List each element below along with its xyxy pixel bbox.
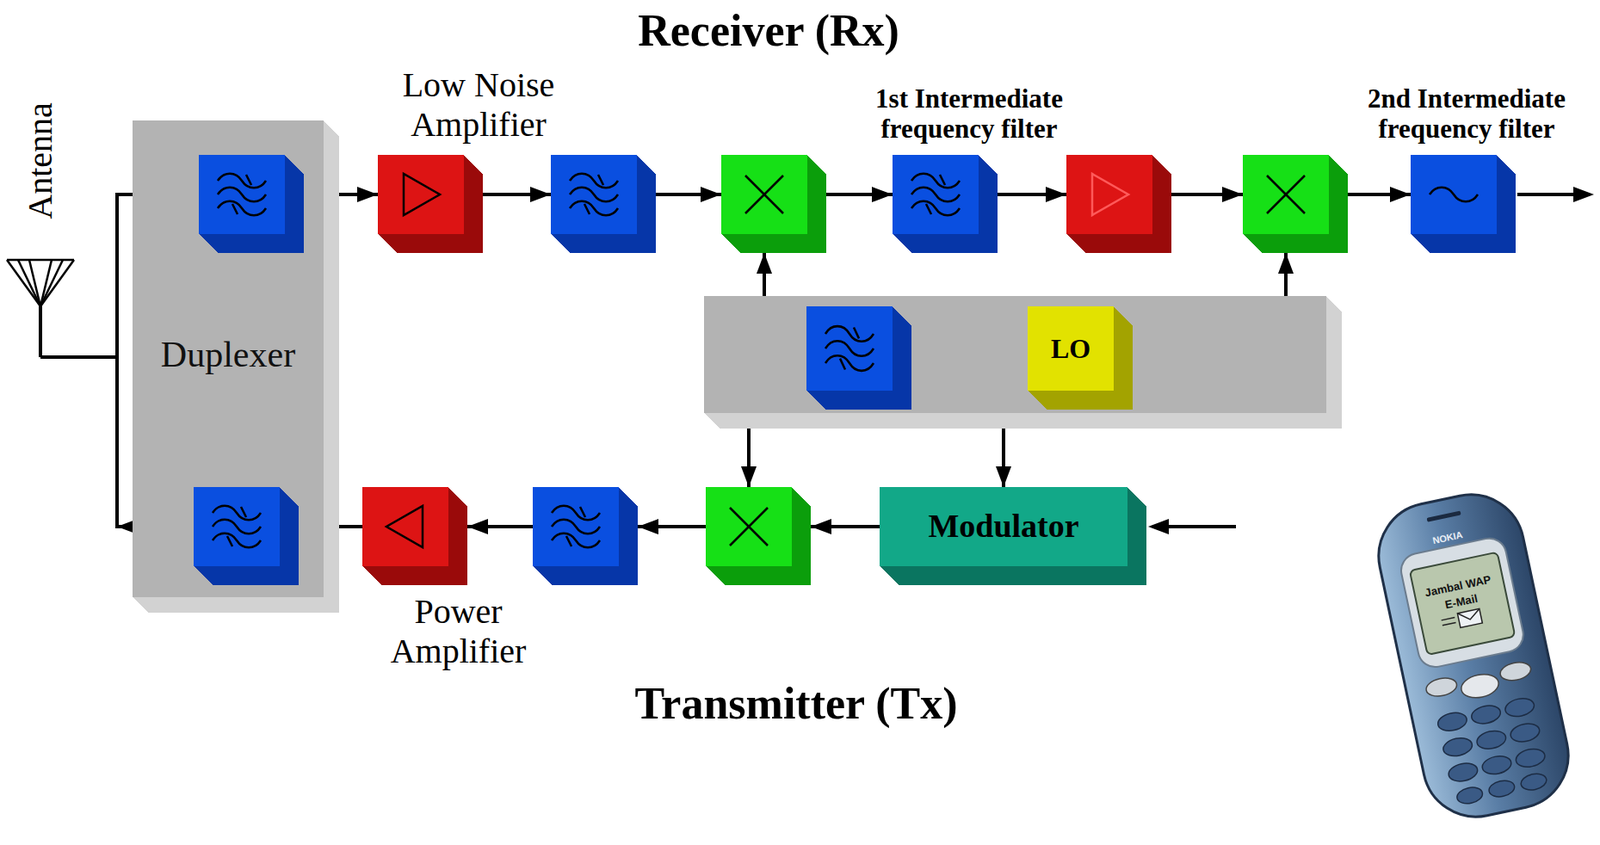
component-symbol xyxy=(532,487,619,567)
component-label: Power Amplifier xyxy=(365,592,551,672)
low-noise-amplifier: Low Noise Amplifier xyxy=(377,154,464,235)
component-symbol xyxy=(1242,154,1329,235)
mixer xyxy=(1242,154,1329,235)
signal-arrow xyxy=(810,518,880,535)
component-symbol xyxy=(193,487,280,567)
arrowhead xyxy=(637,518,659,535)
arrowhead xyxy=(357,186,378,203)
component-symbol xyxy=(550,154,637,235)
arrowhead xyxy=(1389,186,1411,203)
signal-arrow xyxy=(1347,186,1411,203)
component-label: Antenna xyxy=(20,102,61,220)
arrowhead xyxy=(700,186,722,203)
arrowhead xyxy=(1222,186,1243,203)
signal-arrow xyxy=(1171,186,1243,203)
mixer xyxy=(705,487,792,567)
arrowhead xyxy=(530,186,551,203)
mobile-phone xyxy=(1368,484,1578,827)
component-symbol xyxy=(1410,154,1497,235)
component-label: Modulator xyxy=(927,507,1079,546)
arrowhead xyxy=(1045,186,1067,203)
mixer xyxy=(721,154,808,235)
component-label: 2nd Intermediate frequency filter xyxy=(1345,83,1588,145)
power-amplifier: Power Amplifier xyxy=(362,487,449,567)
arrowhead xyxy=(810,518,832,535)
signal-arrow xyxy=(1278,253,1294,297)
signal-arrow xyxy=(995,428,1012,488)
signal-arrow xyxy=(467,518,533,535)
component-symbol xyxy=(806,306,893,391)
bandpass-filter xyxy=(193,487,280,567)
component-symbol xyxy=(721,154,808,235)
component-label: LO xyxy=(1050,333,1091,365)
arrowhead xyxy=(467,518,489,535)
arrowhead xyxy=(871,186,893,203)
if-filter: 1st Intermediate frequency filter xyxy=(892,154,979,235)
component-label: Duplexer xyxy=(132,333,324,376)
component-symbol xyxy=(198,154,285,235)
diagram-title: Receiver (Rx) xyxy=(637,5,900,57)
component-symbol xyxy=(377,154,464,235)
arrowhead xyxy=(741,466,757,488)
arrowhead xyxy=(995,466,1012,488)
input-line xyxy=(1167,525,1236,529)
component-label: 1st Intermediate frequency filter xyxy=(847,83,1091,145)
local-oscillator: LO xyxy=(1027,306,1114,391)
component-symbol xyxy=(1066,154,1153,235)
signal-arrow xyxy=(741,428,757,488)
section-heading: Transmitter (Tx) xyxy=(635,678,958,730)
signal-arrow xyxy=(637,518,706,535)
output-arrowhead xyxy=(1573,186,1594,203)
signal-arrow xyxy=(482,186,551,203)
signal-arrow xyxy=(997,186,1067,203)
signal-arrow xyxy=(655,186,722,203)
bandpass-filter xyxy=(550,154,637,235)
component-symbol xyxy=(362,487,449,567)
arrowhead xyxy=(1278,253,1294,274)
input-arrowhead xyxy=(1148,518,1169,535)
bandpass-filter xyxy=(532,487,619,567)
bandpass-filter xyxy=(806,306,893,391)
duplexer-band: Duplexer xyxy=(132,120,324,598)
antenna: Antenna xyxy=(5,86,76,358)
component-symbol xyxy=(705,487,792,567)
modulator-box: Modulator xyxy=(879,487,1128,567)
if-filter: 2nd Intermediate frequency filter xyxy=(1410,154,1497,235)
signal-arrow xyxy=(756,253,773,297)
if-amplifier xyxy=(1066,154,1153,235)
arrowhead xyxy=(756,253,773,274)
lo-band: LO xyxy=(704,296,1327,414)
signal-arrow xyxy=(826,186,893,203)
output-line xyxy=(1517,192,1576,197)
component-label: Low Noise Amplifier xyxy=(370,65,587,145)
bandpass-filter xyxy=(198,154,285,235)
component-symbol xyxy=(892,154,979,235)
